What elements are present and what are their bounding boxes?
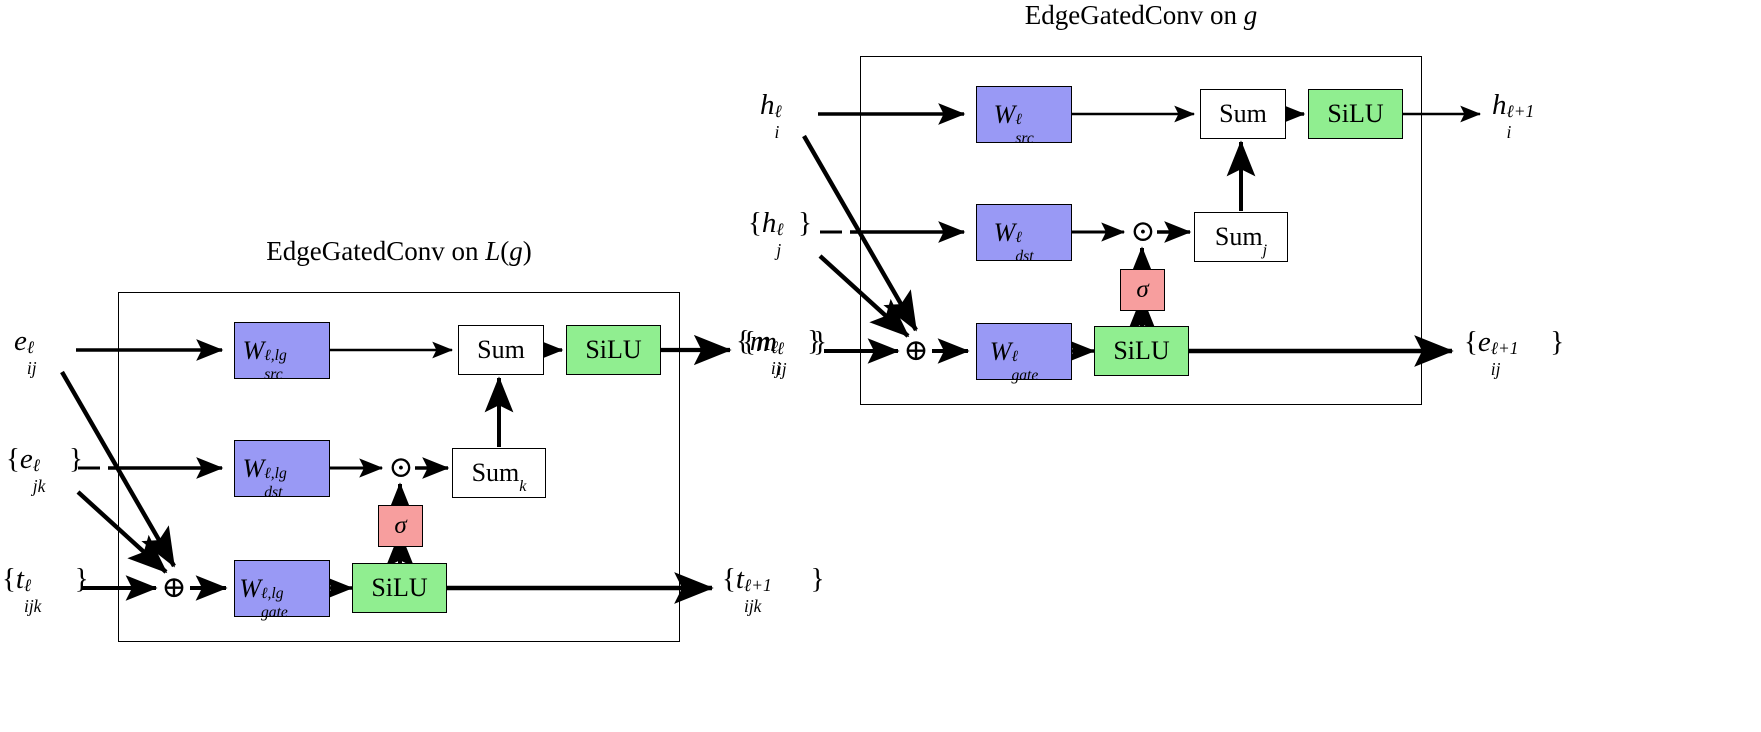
- block-silu-top-right: SiLU: [1308, 89, 1403, 139]
- block-sigma-right: σ: [1120, 269, 1165, 311]
- panel-right-title-prefix: EdgeGatedConv on: [1024, 0, 1244, 30]
- block-silu-top-left: SiLU: [566, 325, 661, 375]
- operator-hadamard-left: ⊙: [388, 451, 414, 484]
- panel-right-boundary: [860, 56, 1422, 405]
- operator-oplus-left: ⊕: [161, 571, 187, 604]
- block-sum-j-right-label: Sum: [1214, 222, 1263, 251]
- block-silu-bottom-left-label: SiLU: [371, 573, 428, 602]
- block-sum-right-label: Sum: [1219, 99, 1267, 128]
- block-silu-top-left-label: SiLU: [585, 335, 642, 364]
- panel-left-title: EdgeGatedConv on L(g): [118, 236, 680, 267]
- block-sigma-left: σ: [378, 505, 423, 547]
- block-sum-right: Sum: [1200, 89, 1286, 139]
- block-sum-k-left-subscript: k: [519, 477, 527, 495]
- block-sum-k-left-label: Sum: [471, 458, 520, 487]
- block-sigma-left-label: σ: [394, 512, 407, 539]
- panel-left-title-math: L(g): [485, 236, 532, 266]
- panel-left-title-prefix: EdgeGatedConv on: [266, 236, 486, 266]
- block-silu-bottom-right-label: SiLU: [1113, 336, 1170, 365]
- operator-oplus-right: ⊕: [903, 334, 929, 367]
- block-sigma-right-label: σ: [1136, 276, 1149, 303]
- block-sum-j-right-subscript: j: [1262, 241, 1268, 259]
- panel-left-boundary: [118, 292, 680, 642]
- panel-right-title: EdgeGatedConv on g: [860, 0, 1422, 31]
- block-sum-left: Sum: [458, 325, 544, 375]
- block-silu-top-right-label: SiLU: [1327, 99, 1384, 128]
- operator-hadamard-right: ⊙: [1130, 215, 1156, 248]
- block-silu-bottom-left: SiLU: [352, 563, 447, 613]
- block-sum-left-label: Sum: [477, 335, 525, 364]
- panel-right-title-math: g: [1243, 0, 1258, 30]
- block-sum-j-right: Sumj: [1194, 212, 1288, 262]
- block-silu-bottom-right: SiLU: [1094, 326, 1189, 376]
- block-sum-k-left: Sumk: [452, 448, 546, 498]
